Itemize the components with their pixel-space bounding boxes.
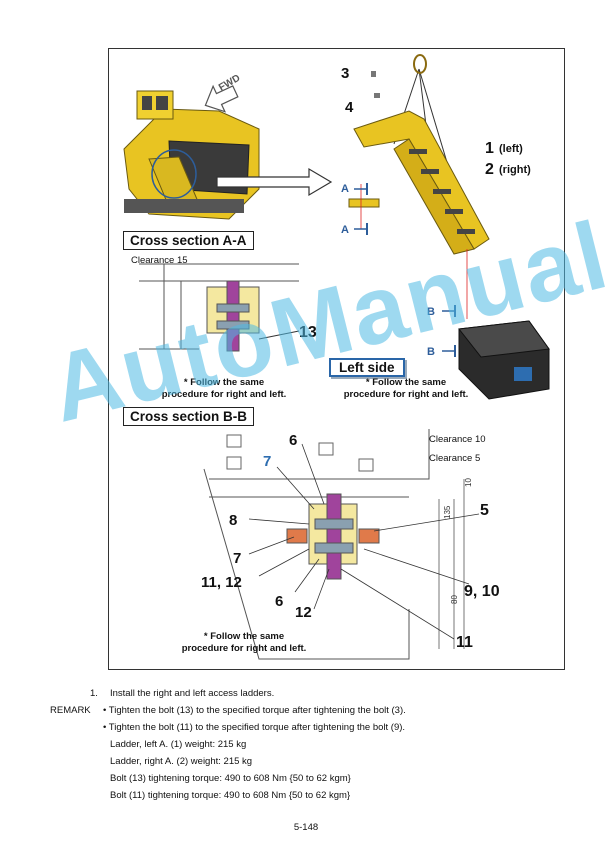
- page-number: 5-148: [293, 822, 319, 833]
- remark-bullet-1: • Tighten the bolt (13) to the specified…: [103, 705, 406, 716]
- step-number: 1.: [90, 688, 98, 699]
- note-left-side: * Follow the same procedure for right an…: [331, 377, 481, 401]
- assembly-illustration: FWD: [123, 54, 550, 660]
- callout-b-bottom: B: [427, 346, 435, 358]
- callout-2-side: (right): [499, 164, 531, 176]
- note-left-line2: procedure for right and left.: [343, 389, 469, 400]
- note-aa-line1: * Follow the same: [183, 377, 265, 388]
- dim-135: 135: [443, 505, 452, 519]
- cross-section-aa-drawing: [139, 263, 300, 352]
- callout-2: 2: [485, 161, 494, 178]
- note-bb-line2: procedure for right and left.: [181, 643, 307, 654]
- callout-1: 1: [485, 140, 494, 157]
- ladder-right-weight: Ladder, right A. (2) weight: 215 kg: [110, 756, 253, 767]
- note-aa: * Follow the same procedure for right an…: [149, 377, 299, 401]
- clearance-5-label: Clearance 5: [429, 453, 481, 464]
- callout-8: 8: [229, 512, 237, 529]
- callout-11: 11: [456, 634, 473, 651]
- figure-frame: FWD: [108, 48, 565, 670]
- fwd-arrow: [204, 84, 239, 113]
- cross-section-bb-drawing: [203, 429, 465, 660]
- left-side-title: Left side: [329, 358, 405, 377]
- callout-b-top: B: [427, 306, 435, 318]
- big-arrow: [216, 167, 333, 197]
- cross-section-bb-title: Cross section B-B: [123, 407, 255, 426]
- callout-7-top: 7: [263, 453, 271, 470]
- note-bb-line1: * Follow the same: [203, 631, 285, 642]
- callout-5: 5: [480, 502, 489, 519]
- callout-6-top: 6: [289, 432, 297, 449]
- note-aa-line2: procedure for right and left.: [161, 389, 287, 400]
- ladder-illustration: [348, 54, 490, 319]
- ladder-left-weight: Ladder, left A. (1) weight: 215 kg: [110, 739, 247, 750]
- step-text: Install the right and left access ladder…: [110, 688, 275, 699]
- leader-lines: [248, 443, 480, 640]
- step-box-illustration: [442, 305, 550, 400]
- callout-11-12: 11, 12: [201, 574, 242, 591]
- callout-13: 13: [299, 324, 317, 341]
- note-bb: * Follow the same procedure for right an…: [169, 631, 319, 655]
- cross-section-aa-title: Cross section A-A: [123, 231, 254, 250]
- excavator-illustration: [123, 90, 260, 220]
- bolt-13-torque: Bolt (13) tightening torque: 490 to 608 …: [110, 773, 351, 784]
- callout-7-mid: 7: [233, 550, 241, 567]
- callout-a-top: A: [341, 183, 349, 195]
- clearance-15-label: Clearance 15: [131, 255, 188, 266]
- clearance-10-label: Clearance 10: [429, 434, 486, 445]
- callout-6-bottom: 6: [275, 593, 283, 610]
- section-a-markers: [354, 183, 368, 235]
- callout-12: 12: [295, 604, 312, 621]
- remark-label: REMARK: [50, 705, 91, 716]
- callout-4: 4: [345, 99, 354, 116]
- callout-9-10: 9, 10: [464, 583, 500, 600]
- dim-80: 80: [450, 595, 459, 604]
- remark-bullet-2: • Tighten the bolt (11) to the specified…: [103, 722, 406, 733]
- callout-a-bottom: A: [341, 224, 349, 236]
- callout-3: 3: [341, 65, 349, 82]
- bolt-11-torque: Bolt (11) tightening torque: 490 to 608 …: [110, 790, 351, 801]
- callout-1-side: (left): [499, 143, 523, 155]
- dim-10: 10: [464, 478, 473, 487]
- note-left-line1: * Follow the same: [365, 377, 447, 388]
